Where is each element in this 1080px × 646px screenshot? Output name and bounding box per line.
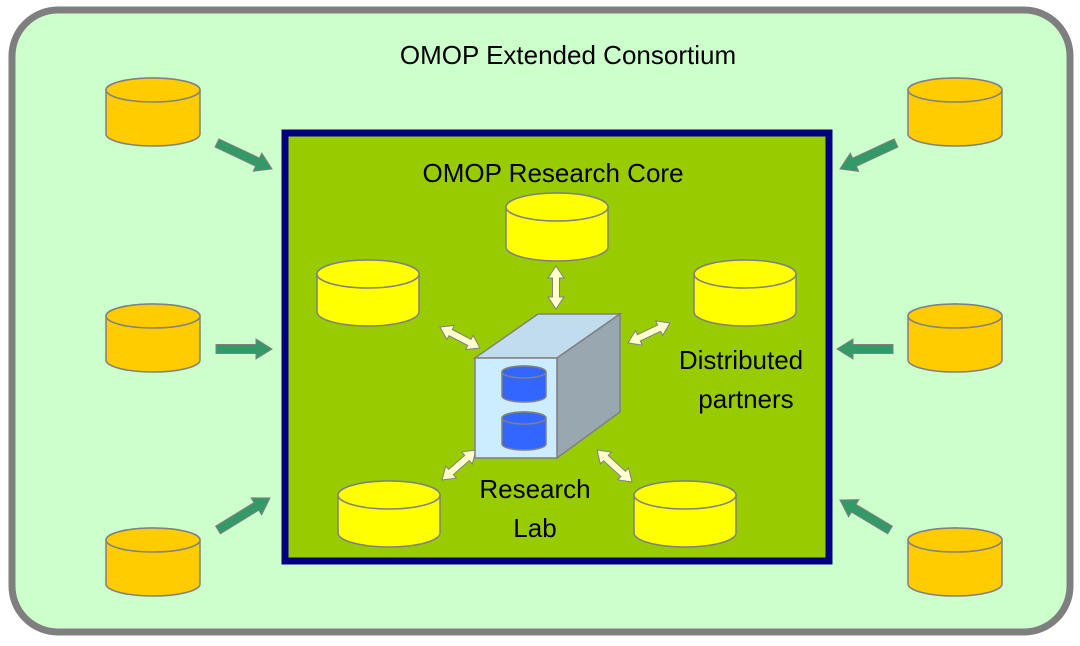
research-lab-label-line1: Research xyxy=(479,474,590,504)
lab-db-bottom xyxy=(501,411,547,451)
green-arrow-top-right xyxy=(839,138,899,172)
distributed-partners-label-line1: Distributed xyxy=(679,345,803,375)
core-db-bottom-left xyxy=(337,480,441,548)
yellow-arrow-top xyxy=(547,265,565,310)
core-db-right xyxy=(693,259,797,327)
yellow-arrow-bottom-right xyxy=(596,449,633,483)
core-db-bottom-right xyxy=(633,480,737,548)
yellow-arrow-left xyxy=(439,324,481,351)
core-db-left xyxy=(316,259,420,327)
core-title: OMOP Research Core xyxy=(422,158,683,188)
green-arrow-bottom-left xyxy=(214,497,271,535)
yellow-arrow-right xyxy=(627,320,671,346)
green-arrow-mid-right xyxy=(836,338,894,360)
distributed-partners-label-line2: partners xyxy=(698,384,793,414)
outer-db-mid-left xyxy=(105,303,201,373)
green-arrow-top-left xyxy=(214,138,273,172)
outer-db-bottom-right xyxy=(907,527,1003,597)
outer-title: OMOP Extended Consortium xyxy=(400,40,736,70)
outer-db-top-right xyxy=(907,77,1003,147)
green-arrow-bottom-right xyxy=(839,499,894,535)
green-arrow-mid-left xyxy=(215,338,273,360)
outer-db-bottom-left xyxy=(105,527,201,597)
core-db-top xyxy=(505,192,609,262)
lab-db-top xyxy=(501,365,547,403)
outer-db-mid-right xyxy=(907,303,1003,373)
research-lab-label-line2: Lab xyxy=(513,513,556,543)
outer-db-top-left xyxy=(105,77,201,147)
